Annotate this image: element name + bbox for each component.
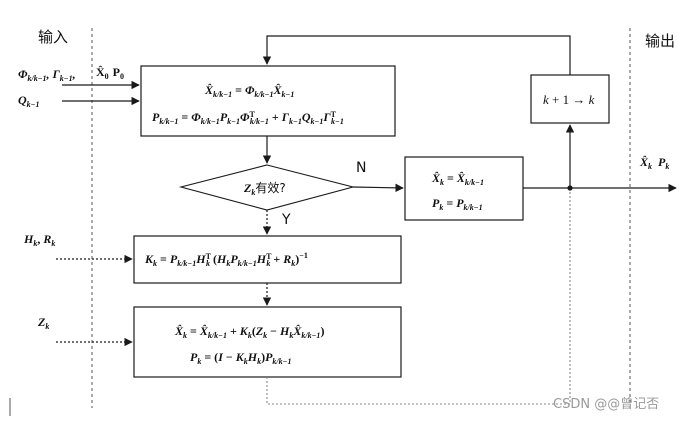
skip-cov-eq: Pk = Pk/k−1: [432, 196, 483, 212]
update-box: [133, 306, 402, 378]
decision-yes-label: Y: [281, 212, 291, 228]
update-state-eq: X̂k = X̂k/k−1 + Kk(Zk − HkX̂k/k−1): [174, 324, 324, 340]
skip-state-eq: X̂k = X̂k/k−1: [431, 171, 484, 187]
input-h-r: Hk, Rk: [23, 232, 55, 248]
decision-no-label: N: [356, 160, 366, 176]
watermark: CSDN @@曾记否: [553, 397, 659, 412]
input-header: 输入: [38, 28, 68, 46]
output-header: 输出: [645, 32, 675, 50]
input-phi-gamma: Φk/k−1, Γk−1,: [18, 67, 76, 83]
increment-label: k + 1 → k: [543, 92, 595, 107]
decision-label: Zk有效?: [243, 180, 286, 197]
arrow-no-branch: [352, 183, 404, 193]
predict-state-eq: X̂k/k−1 = Φk/k−1X̂k−1: [204, 83, 294, 99]
increment-box: [530, 74, 610, 124]
skip-box: [404, 156, 524, 221]
input-q: Qk−1: [18, 93, 40, 109]
update-cov-eq: Pk = (I − KkHk)Pk/k−1: [190, 350, 291, 366]
predict-box: [140, 65, 396, 137]
update-to-output-line: [266, 192, 571, 405]
input-z: Zk: [37, 315, 49, 331]
feedback-loop-line: [262, 35, 571, 75]
gain-box: [133, 235, 402, 284]
